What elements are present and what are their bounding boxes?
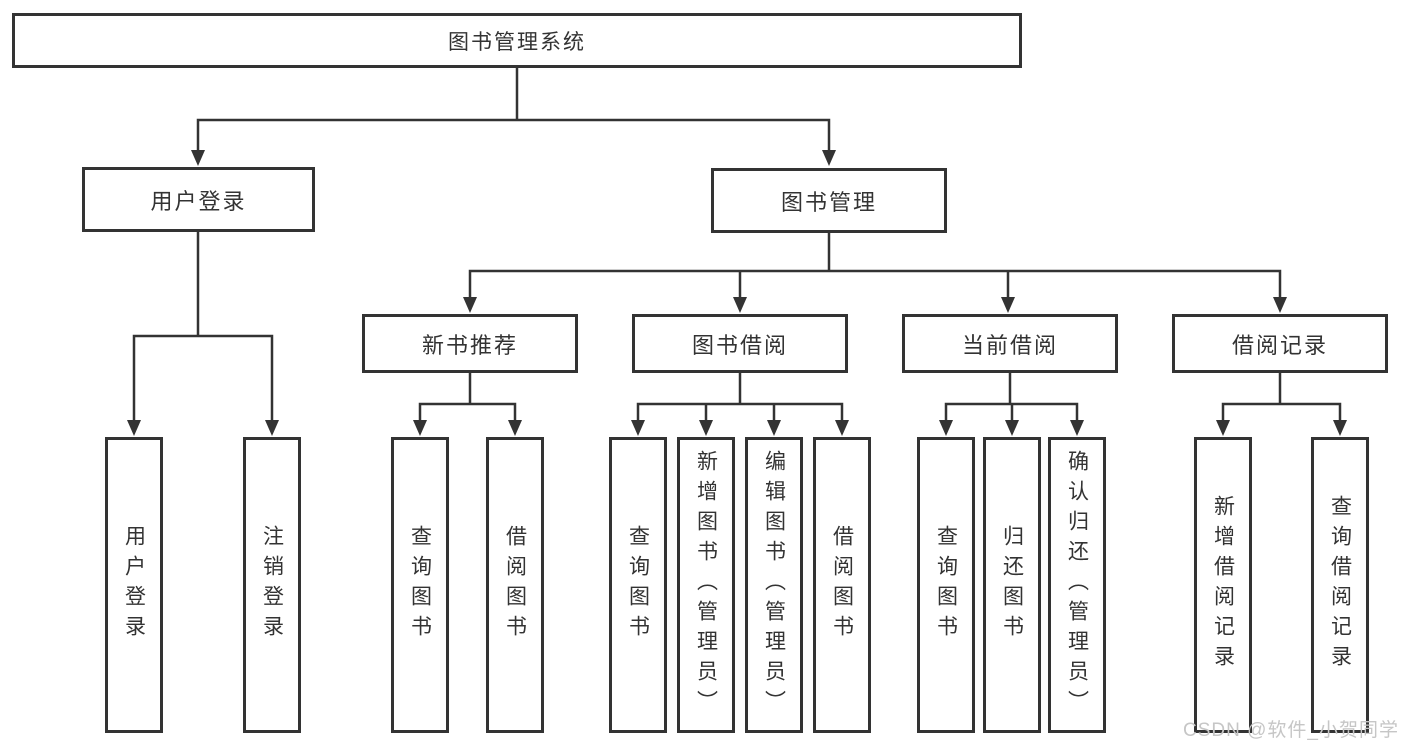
node-current-borrow: 当前借阅 bbox=[902, 314, 1118, 373]
node-book-management-label: 图书管理 bbox=[780, 189, 877, 215]
branch-new-book-recommend bbox=[418, 371, 517, 425]
leaf-user-login: 用户登录 bbox=[105, 437, 163, 733]
branch-borrow-record bbox=[1221, 371, 1342, 425]
leaf-label: 借阅图书 bbox=[503, 525, 527, 645]
arrowhead-down-icon bbox=[1333, 420, 1347, 436]
arrowhead-down-icon bbox=[835, 420, 849, 436]
branch-user-login bbox=[132, 230, 274, 425]
arrowhead-down-icon bbox=[822, 150, 836, 166]
node-book-borrow: 图书借阅 bbox=[632, 314, 848, 373]
leaf-label: 编辑图书（管理员） bbox=[762, 450, 786, 720]
leaf-query-book-3: 查询图书 bbox=[917, 437, 975, 733]
leaf-label: 用户登录 bbox=[122, 525, 146, 645]
node-root: 图书管理系统 bbox=[12, 13, 1022, 68]
leaf-label: 归还图书 bbox=[1000, 525, 1024, 645]
branch-root bbox=[196, 66, 831, 155]
node-current-borrow-label: 当前借阅 bbox=[961, 332, 1058, 358]
leaf-query-book-2: 查询图书 bbox=[609, 437, 667, 733]
arrowhead-down-icon bbox=[463, 297, 477, 313]
arrowhead-down-icon bbox=[1005, 420, 1019, 436]
leaf-query-book-1: 查询图书 bbox=[391, 437, 449, 733]
arrowhead-down-icon bbox=[767, 420, 781, 436]
csdn-watermark: CSDN @软件_小贺同学 bbox=[1183, 720, 1399, 741]
arrowhead-down-icon bbox=[1273, 297, 1287, 313]
leaf-query-borrow-record: 查询借阅记录 bbox=[1311, 437, 1369, 733]
node-new-book-recommend-label: 新书推荐 bbox=[421, 332, 518, 358]
leaf-label: 借阅图书 bbox=[830, 525, 854, 645]
leaf-add-borrow-record: 新增借阅记录 bbox=[1194, 437, 1252, 733]
arrowhead-down-icon bbox=[631, 420, 645, 436]
leaf-return-book: 归还图书 bbox=[983, 437, 1041, 733]
arrowhead-down-icon bbox=[508, 420, 522, 436]
leaf-label: 查询借阅记录 bbox=[1328, 495, 1352, 675]
node-user-login-label: 用户登录 bbox=[150, 188, 247, 214]
arrowhead-down-icon bbox=[265, 420, 279, 436]
leaf-label: 新增图书（管理员） bbox=[694, 450, 718, 720]
leaf-add-book-admin: 新增图书（管理员） bbox=[677, 437, 735, 733]
node-user-login: 用户登录 bbox=[82, 167, 315, 232]
leaf-label: 注销登录 bbox=[260, 525, 284, 645]
arrowhead-down-icon bbox=[413, 420, 427, 436]
leaf-label: 确认归还（管理员） bbox=[1065, 450, 1089, 720]
leaf-label: 新增借阅记录 bbox=[1211, 495, 1235, 675]
leaf-label: 查询图书 bbox=[626, 525, 650, 645]
arrowhead-down-icon bbox=[1070, 420, 1084, 436]
leaf-edit-book-admin: 编辑图书（管理员） bbox=[745, 437, 803, 733]
branch-book-management bbox=[468, 231, 1282, 302]
arrowhead-down-icon bbox=[1001, 297, 1015, 313]
leaf-borrow-book-2: 借阅图书 bbox=[813, 437, 871, 733]
leaf-logout: 注销登录 bbox=[243, 437, 301, 733]
node-new-book-recommend: 新书推荐 bbox=[362, 314, 578, 373]
node-book-management: 图书管理 bbox=[711, 168, 947, 233]
arrowhead-down-icon bbox=[127, 420, 141, 436]
node-borrow-record: 借阅记录 bbox=[1172, 314, 1388, 373]
arrowhead-down-icon bbox=[939, 420, 953, 436]
leaf-label: 查询图书 bbox=[408, 525, 432, 645]
branch-current-borrow bbox=[944, 371, 1079, 425]
arrowhead-down-icon bbox=[699, 420, 713, 436]
node-root-label: 图书管理系统 bbox=[448, 30, 586, 54]
arrowhead-down-icon bbox=[191, 150, 205, 166]
leaf-borrow-book-1: 借阅图书 bbox=[486, 437, 544, 733]
arrowhead-down-icon bbox=[733, 297, 747, 313]
node-book-borrow-label: 图书借阅 bbox=[691, 332, 788, 358]
leaf-confirm-return-admin: 确认归还（管理员） bbox=[1048, 437, 1106, 733]
node-borrow-record-label: 借阅记录 bbox=[1231, 332, 1328, 358]
branch-book-borrow bbox=[636, 371, 844, 425]
arrowhead-down-icon bbox=[1216, 420, 1230, 436]
leaf-label: 查询图书 bbox=[934, 525, 958, 645]
